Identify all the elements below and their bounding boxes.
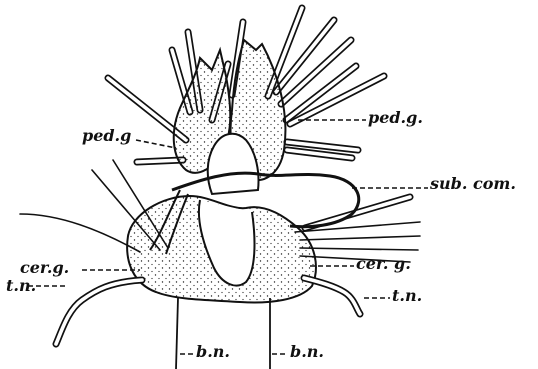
label-t-n-left: t.n.: [6, 278, 36, 294]
cerebral-ganglia: [127, 190, 316, 302]
label-ped-g-right: ped.g.: [368, 110, 423, 126]
label-b-n-right: b.n.: [290, 344, 324, 360]
label-cer-g-left: cer.g.: [20, 260, 69, 276]
label-ped-g-left: ped.g: [82, 128, 131, 144]
label-sub-com: sub. com.: [430, 176, 516, 192]
label-b-n-left: b.n.: [196, 344, 230, 360]
label-t-n-right: t.n.: [392, 288, 422, 304]
label-cer-g-right: cer. g.: [356, 256, 411, 272]
